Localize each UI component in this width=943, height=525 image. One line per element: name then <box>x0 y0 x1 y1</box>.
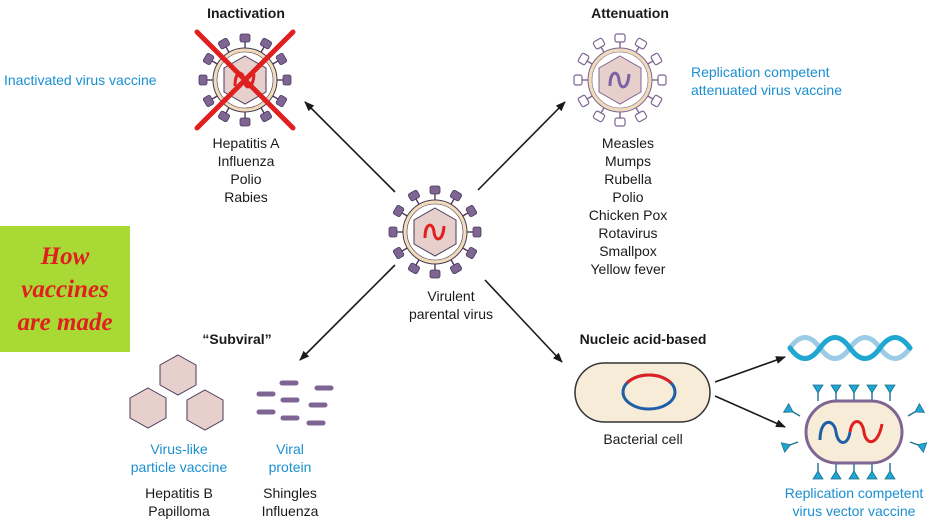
attenuation-title: Attenuation <box>591 5 669 21</box>
label-line: Replication competent <box>691 64 830 80</box>
inactivated-vaccine-label: Inactivated virus vaccine <box>4 72 157 88</box>
list-item: Influenza <box>261 503 319 519</box>
inactivation-title: Inactivation <box>207 5 285 21</box>
panel-line: How <box>40 242 90 270</box>
parental-virus-icon <box>388 185 482 279</box>
list-item: Rotavirus <box>598 225 658 241</box>
viral-protein-icon <box>256 380 334 426</box>
list-item: Influenza <box>217 153 275 169</box>
bacterial-cell-icon <box>574 362 711 423</box>
list-item: Hepatitis A <box>212 135 280 151</box>
list-item: Rabies <box>224 189 268 205</box>
list-item: Chicken Pox <box>588 207 668 223</box>
list-item: Hepatitis B <box>145 485 213 501</box>
how-vaccines-are-made-panel: How vaccines are made <box>0 226 130 352</box>
vlp-vaccine-label: Virus-like particle vaccine <box>131 440 228 476</box>
label-line: protein <box>268 459 312 475</box>
panel-line: vaccines <box>21 275 109 303</box>
list-item: Mumps <box>605 153 651 169</box>
bacterial-cell-label: Bacterial cell <box>603 431 683 447</box>
virus-vector-icon <box>780 384 928 480</box>
list-item: Measles <box>601 135 655 151</box>
label-line: attenuated virus vaccine <box>691 82 842 98</box>
list-item: Yellow fever <box>590 261 666 277</box>
label-line: Virulent <box>427 288 475 304</box>
arrow-to-attenuation <box>477 101 566 191</box>
list-item: Papilloma <box>148 503 210 519</box>
arrow-to-dna <box>714 356 786 383</box>
label-line: Viral <box>276 441 304 457</box>
list-item: Polio <box>612 189 644 205</box>
dna-helix-icon <box>787 335 913 361</box>
list-item: Smallpox <box>599 243 657 259</box>
inactivated-virus-icon <box>194 29 296 131</box>
parental-virus-label: Virulent parental virus <box>409 287 493 323</box>
list-item: Shingles <box>263 485 317 501</box>
arrow-to-inactivation <box>304 101 396 193</box>
cross-mark-icon <box>194 29 296 131</box>
arrow-to-subviral <box>299 264 396 361</box>
panel-line: are made <box>17 308 113 336</box>
subviral-title: “Subviral” <box>202 331 272 347</box>
label-line: virus vector vaccine <box>792 503 916 519</box>
label-line: particle vaccine <box>130 459 228 475</box>
viral-protein-examples: Shingles Influenza <box>262 484 319 520</box>
list-item: Rubella <box>604 171 652 187</box>
nucleic-acid-title: Nucleic acid-based <box>579 331 707 347</box>
label-line: parental virus <box>408 306 494 322</box>
virus-vector-vaccine-label: Replication competent virus vector vacci… <box>785 484 924 520</box>
attenuated-virus-icon <box>573 33 667 127</box>
viral-protein-label: Viral protein <box>269 440 312 476</box>
attenuated-vaccine-label: Replication competent attenuated virus v… <box>691 63 842 99</box>
inactivation-examples: Hepatitis A Influenza Polio Rabies <box>213 134 280 206</box>
vlp-examples: Hepatitis B Papilloma <box>145 484 213 520</box>
arrow-to-nucleic <box>484 279 563 363</box>
arrow-to-vector <box>714 395 786 428</box>
attenuation-examples: Measles Mumps Rubella Polio Chicken Pox … <box>589 134 668 278</box>
list-item: Polio <box>230 171 262 187</box>
arrows <box>299 101 786 428</box>
label-line: Virus-like <box>150 441 208 457</box>
label-line: Replication competent <box>784 485 924 501</box>
virus-like-particle-icon <box>129 354 224 431</box>
